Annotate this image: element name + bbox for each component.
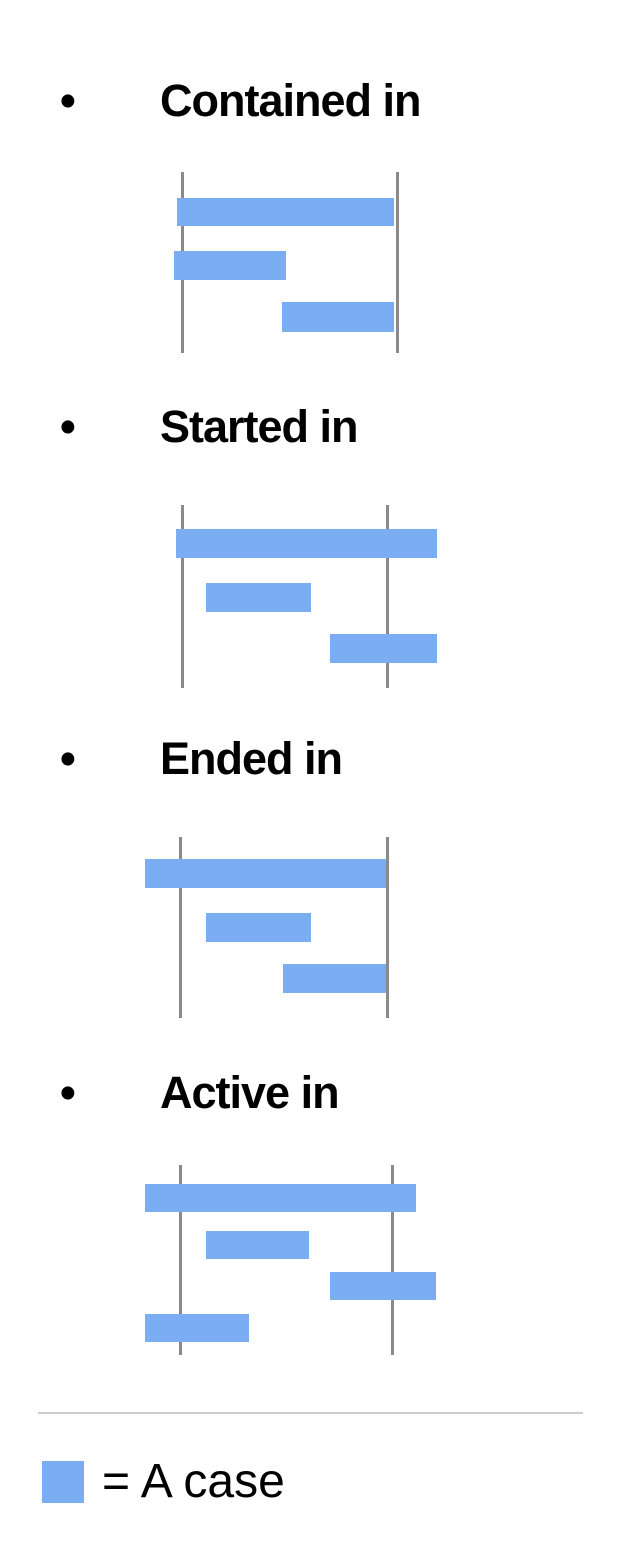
case-bar xyxy=(330,1272,436,1300)
timeline-diagram-active-in xyxy=(0,1158,618,1358)
section-title-ended-in: Ended in xyxy=(160,733,343,784)
case-bar xyxy=(283,964,386,993)
timeline-diagram-contained-in xyxy=(0,170,618,365)
case-bar xyxy=(176,529,437,558)
bullet-icon: • xyxy=(60,401,76,452)
timeline-diagram-started-in xyxy=(0,500,618,695)
section-title-started-in: Started in xyxy=(160,401,359,452)
case-bar xyxy=(145,1314,249,1342)
section-title-active-in: Active in xyxy=(160,1067,340,1118)
case-swatch-icon xyxy=(42,1461,84,1504)
case-bar xyxy=(330,634,437,663)
case-bar xyxy=(177,198,394,226)
case-bar xyxy=(206,583,311,612)
section-title-contained-in: Contained in xyxy=(160,75,421,126)
timeframe-boundary-line xyxy=(179,1165,182,1355)
timeframe-boundary-line xyxy=(181,505,184,688)
legend-label: = A case xyxy=(102,1455,285,1508)
divider-line xyxy=(38,1412,583,1414)
case-bar xyxy=(145,859,386,888)
case-bar xyxy=(282,302,394,332)
timeframe-boundary-line xyxy=(386,505,389,688)
timeframe-boundary-line xyxy=(396,172,399,353)
bullet-icon: • xyxy=(60,733,76,784)
timeframe-boundary-line xyxy=(391,1165,394,1355)
case-bar xyxy=(206,913,311,942)
bullet-icon: • xyxy=(60,1067,76,1118)
timeframe-boundary-line xyxy=(386,837,389,1018)
case-bar xyxy=(206,1231,309,1259)
timeline-diagram-ended-in xyxy=(0,830,618,1025)
timeframe-boundary-line xyxy=(179,837,182,1018)
case-bar xyxy=(145,1184,416,1212)
bullet-icon: • xyxy=(60,75,76,126)
legend: = A case xyxy=(42,1455,285,1509)
case-bar xyxy=(174,251,286,280)
